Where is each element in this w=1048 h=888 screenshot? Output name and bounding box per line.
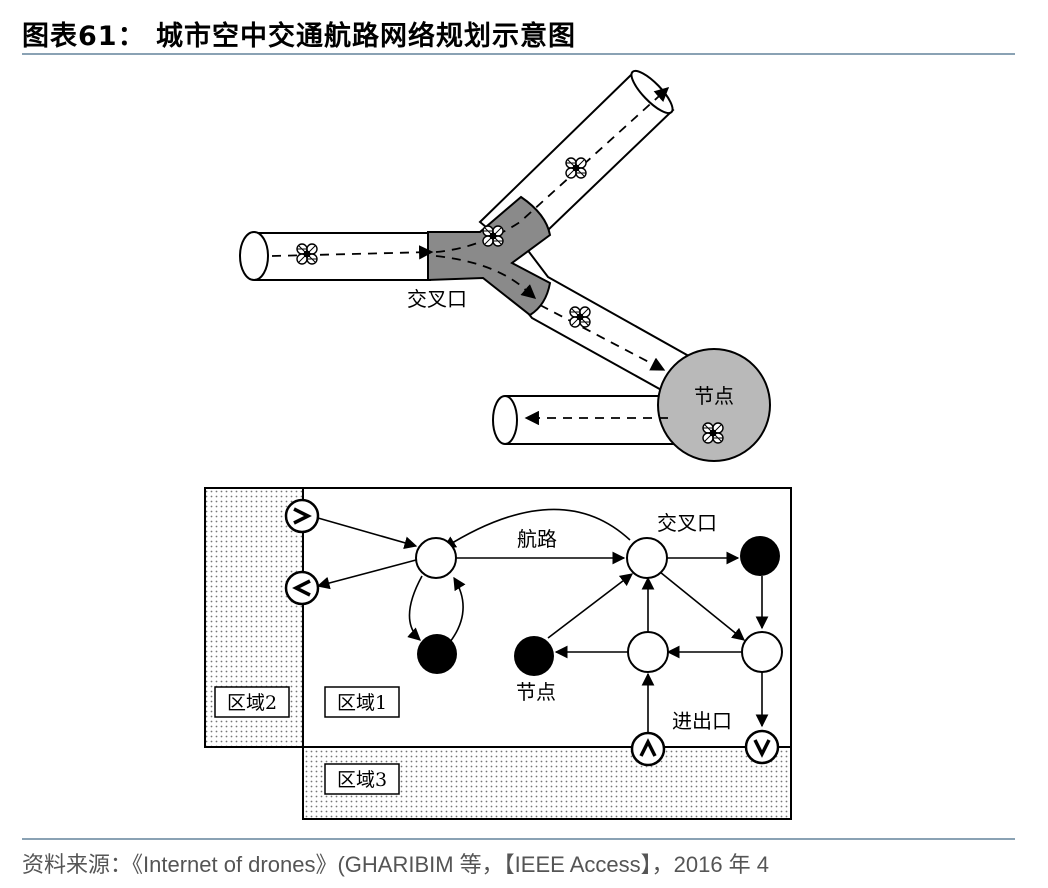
white-node bbox=[627, 631, 669, 673]
white-node bbox=[415, 537, 457, 579]
zone2-label: 区域2 bbox=[227, 692, 277, 714]
dashed-route-down2 bbox=[539, 304, 666, 371]
tube-left bbox=[239, 231, 431, 281]
route-label: 航路 bbox=[517, 527, 557, 551]
intersection-label: 交叉口 bbox=[407, 287, 467, 311]
edge bbox=[407, 575, 423, 641]
dashed-route-down bbox=[435, 255, 537, 299]
black-node bbox=[514, 636, 554, 676]
dashed-route-left bbox=[271, 245, 434, 260]
port-in-left bbox=[284, 498, 320, 534]
drone-icon bbox=[565, 157, 587, 179]
node-label: 节点 bbox=[694, 384, 734, 408]
node-label-bottom: 节点 bbox=[516, 680, 556, 704]
page-title: 图表61： 城市空中交通航路网络规划示意图 bbox=[22, 21, 576, 52]
node-circle bbox=[657, 348, 771, 462]
drone-icon bbox=[569, 306, 591, 328]
zone1-label: 区域1 bbox=[337, 692, 387, 714]
drone-icon bbox=[702, 422, 724, 444]
drone-icon bbox=[482, 225, 504, 247]
port-down-bottom bbox=[744, 729, 780, 765]
edge bbox=[659, 571, 745, 641]
drone-icon bbox=[296, 243, 318, 265]
white-node bbox=[626, 537, 668, 579]
edge bbox=[316, 559, 417, 590]
footer-divider bbox=[22, 838, 1015, 840]
edge bbox=[442, 508, 631, 549]
zone3-label: 区域3 bbox=[337, 769, 387, 791]
intersection-zone bbox=[427, 195, 552, 317]
tube-bottom bbox=[492, 395, 681, 445]
edge bbox=[449, 576, 466, 643]
port-up-bottom bbox=[630, 731, 666, 767]
title-divider bbox=[22, 53, 1015, 55]
top-tube-diagram: 交叉口 节点 bbox=[239, 69, 771, 462]
source-note: 资料来源：《Internet of drones》(GHARIBIM 等，【IE… bbox=[22, 852, 770, 877]
edge bbox=[317, 517, 418, 549]
entry-exit-label: 进出口 bbox=[672, 709, 732, 733]
edge bbox=[547, 573, 634, 639]
port-out-left bbox=[284, 570, 320, 606]
intersection-label-bottom: 交叉口 bbox=[657, 511, 717, 535]
black-node bbox=[740, 536, 780, 576]
white-node bbox=[741, 631, 783, 673]
black-node bbox=[417, 634, 457, 674]
bottom-network-diagram: 区域2 区域1 区域3 bbox=[204, 487, 792, 820]
